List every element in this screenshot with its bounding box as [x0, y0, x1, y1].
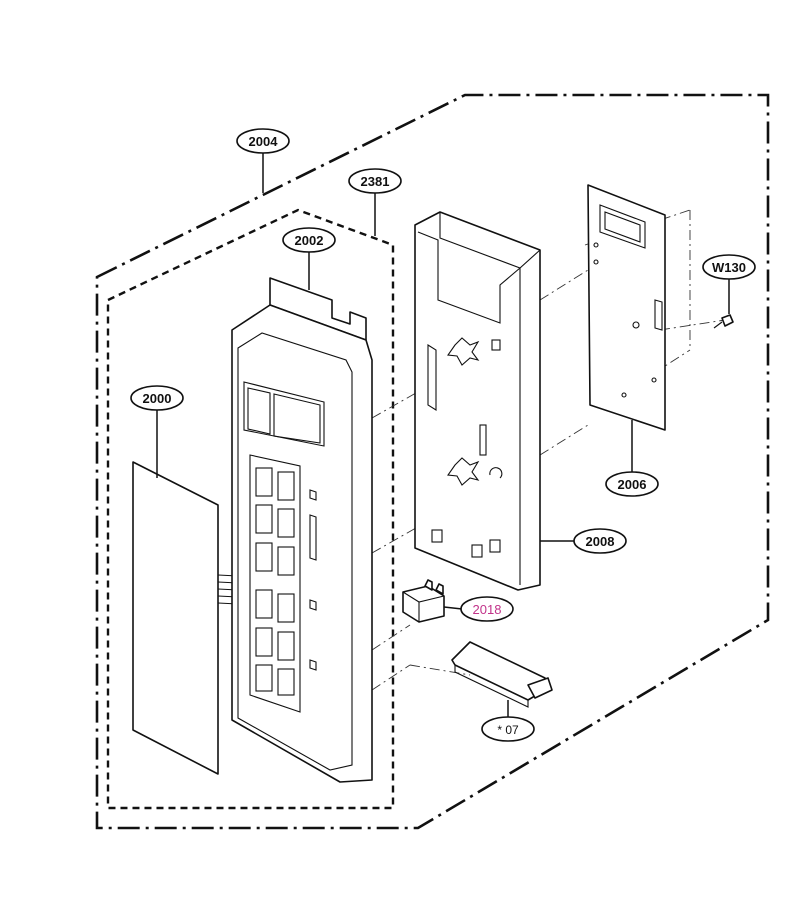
callout-label-07: * 07 — [497, 723, 519, 737]
callout-label-2018: 2018 — [473, 602, 502, 617]
part-2002-control-panel-frame — [231, 277, 373, 783]
callout-label-2002: 2002 — [295, 233, 324, 248]
part-07-button — [451, 641, 553, 708]
callout-2002: 2002 — [282, 227, 336, 253]
callout-2000: 2000 — [130, 385, 184, 411]
callout-label-w130: W130 — [712, 260, 746, 275]
callout-label-2000: 2000 — [143, 391, 172, 406]
assembly-boundary-2381 — [106, 208, 395, 810]
callout-label-2006: 2006 — [618, 477, 647, 492]
assembly-boundary-2004 — [95, 93, 770, 830]
callout-2008: 2008 — [573, 528, 627, 554]
callout-2004: 2004 — [236, 128, 290, 154]
callout-07: * 07 — [481, 716, 535, 742]
part-w130-screw — [713, 314, 734, 329]
callout-label-2381: 2381 — [361, 174, 390, 189]
callout-label-2008: 2008 — [586, 534, 615, 549]
callout-w130: W130 — [702, 254, 756, 280]
part-2008-rear-frame — [414, 211, 541, 591]
callout-2381: 2381 — [348, 168, 402, 194]
callout-label-2004: 2004 — [249, 134, 279, 149]
callout-2006: 2006 — [605, 471, 659, 497]
part-2018-connector — [402, 579, 445, 623]
callout-2018: 2018 — [460, 596, 514, 622]
part-2006-pcb — [587, 184, 666, 431]
leader-lines — [156, 153, 730, 717]
